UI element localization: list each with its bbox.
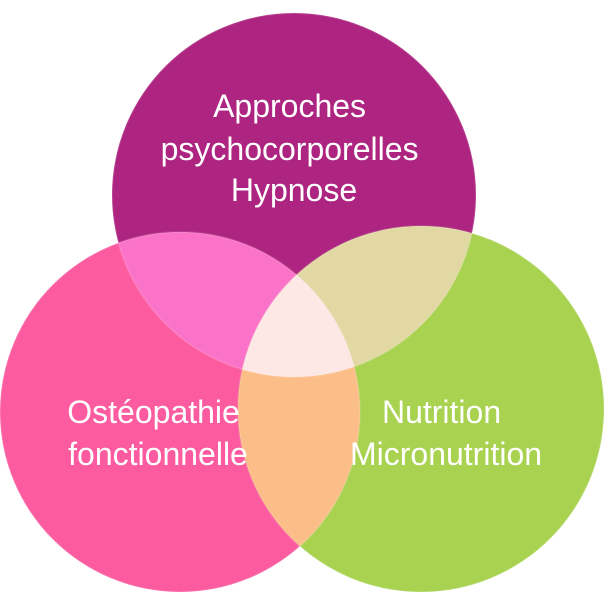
label-top: Approches psychocorporelles Hypnose [161, 88, 428, 208]
label-top-line-2: psychocorporelles [161, 131, 419, 167]
label-right-line-2: Micronutrition [350, 436, 542, 472]
label-top-line-3: Hypnose [231, 172, 357, 208]
overlap-center [238, 232, 360, 377]
label-right-line-1: Nutrition [382, 394, 501, 430]
label-left: Ostéopathie fonctionnelle [67, 394, 248, 472]
label-left-line-2: fonctionnelle [68, 436, 248, 472]
rim-top [111, 12, 477, 378]
label-right: Nutrition Micronutrition [350, 394, 542, 472]
rim-left [0, 231, 361, 593]
rim-right [237, 225, 605, 593]
label-top-line-1: Approches [213, 88, 366, 124]
label-left-line-1: Ostéopathie [67, 394, 240, 430]
